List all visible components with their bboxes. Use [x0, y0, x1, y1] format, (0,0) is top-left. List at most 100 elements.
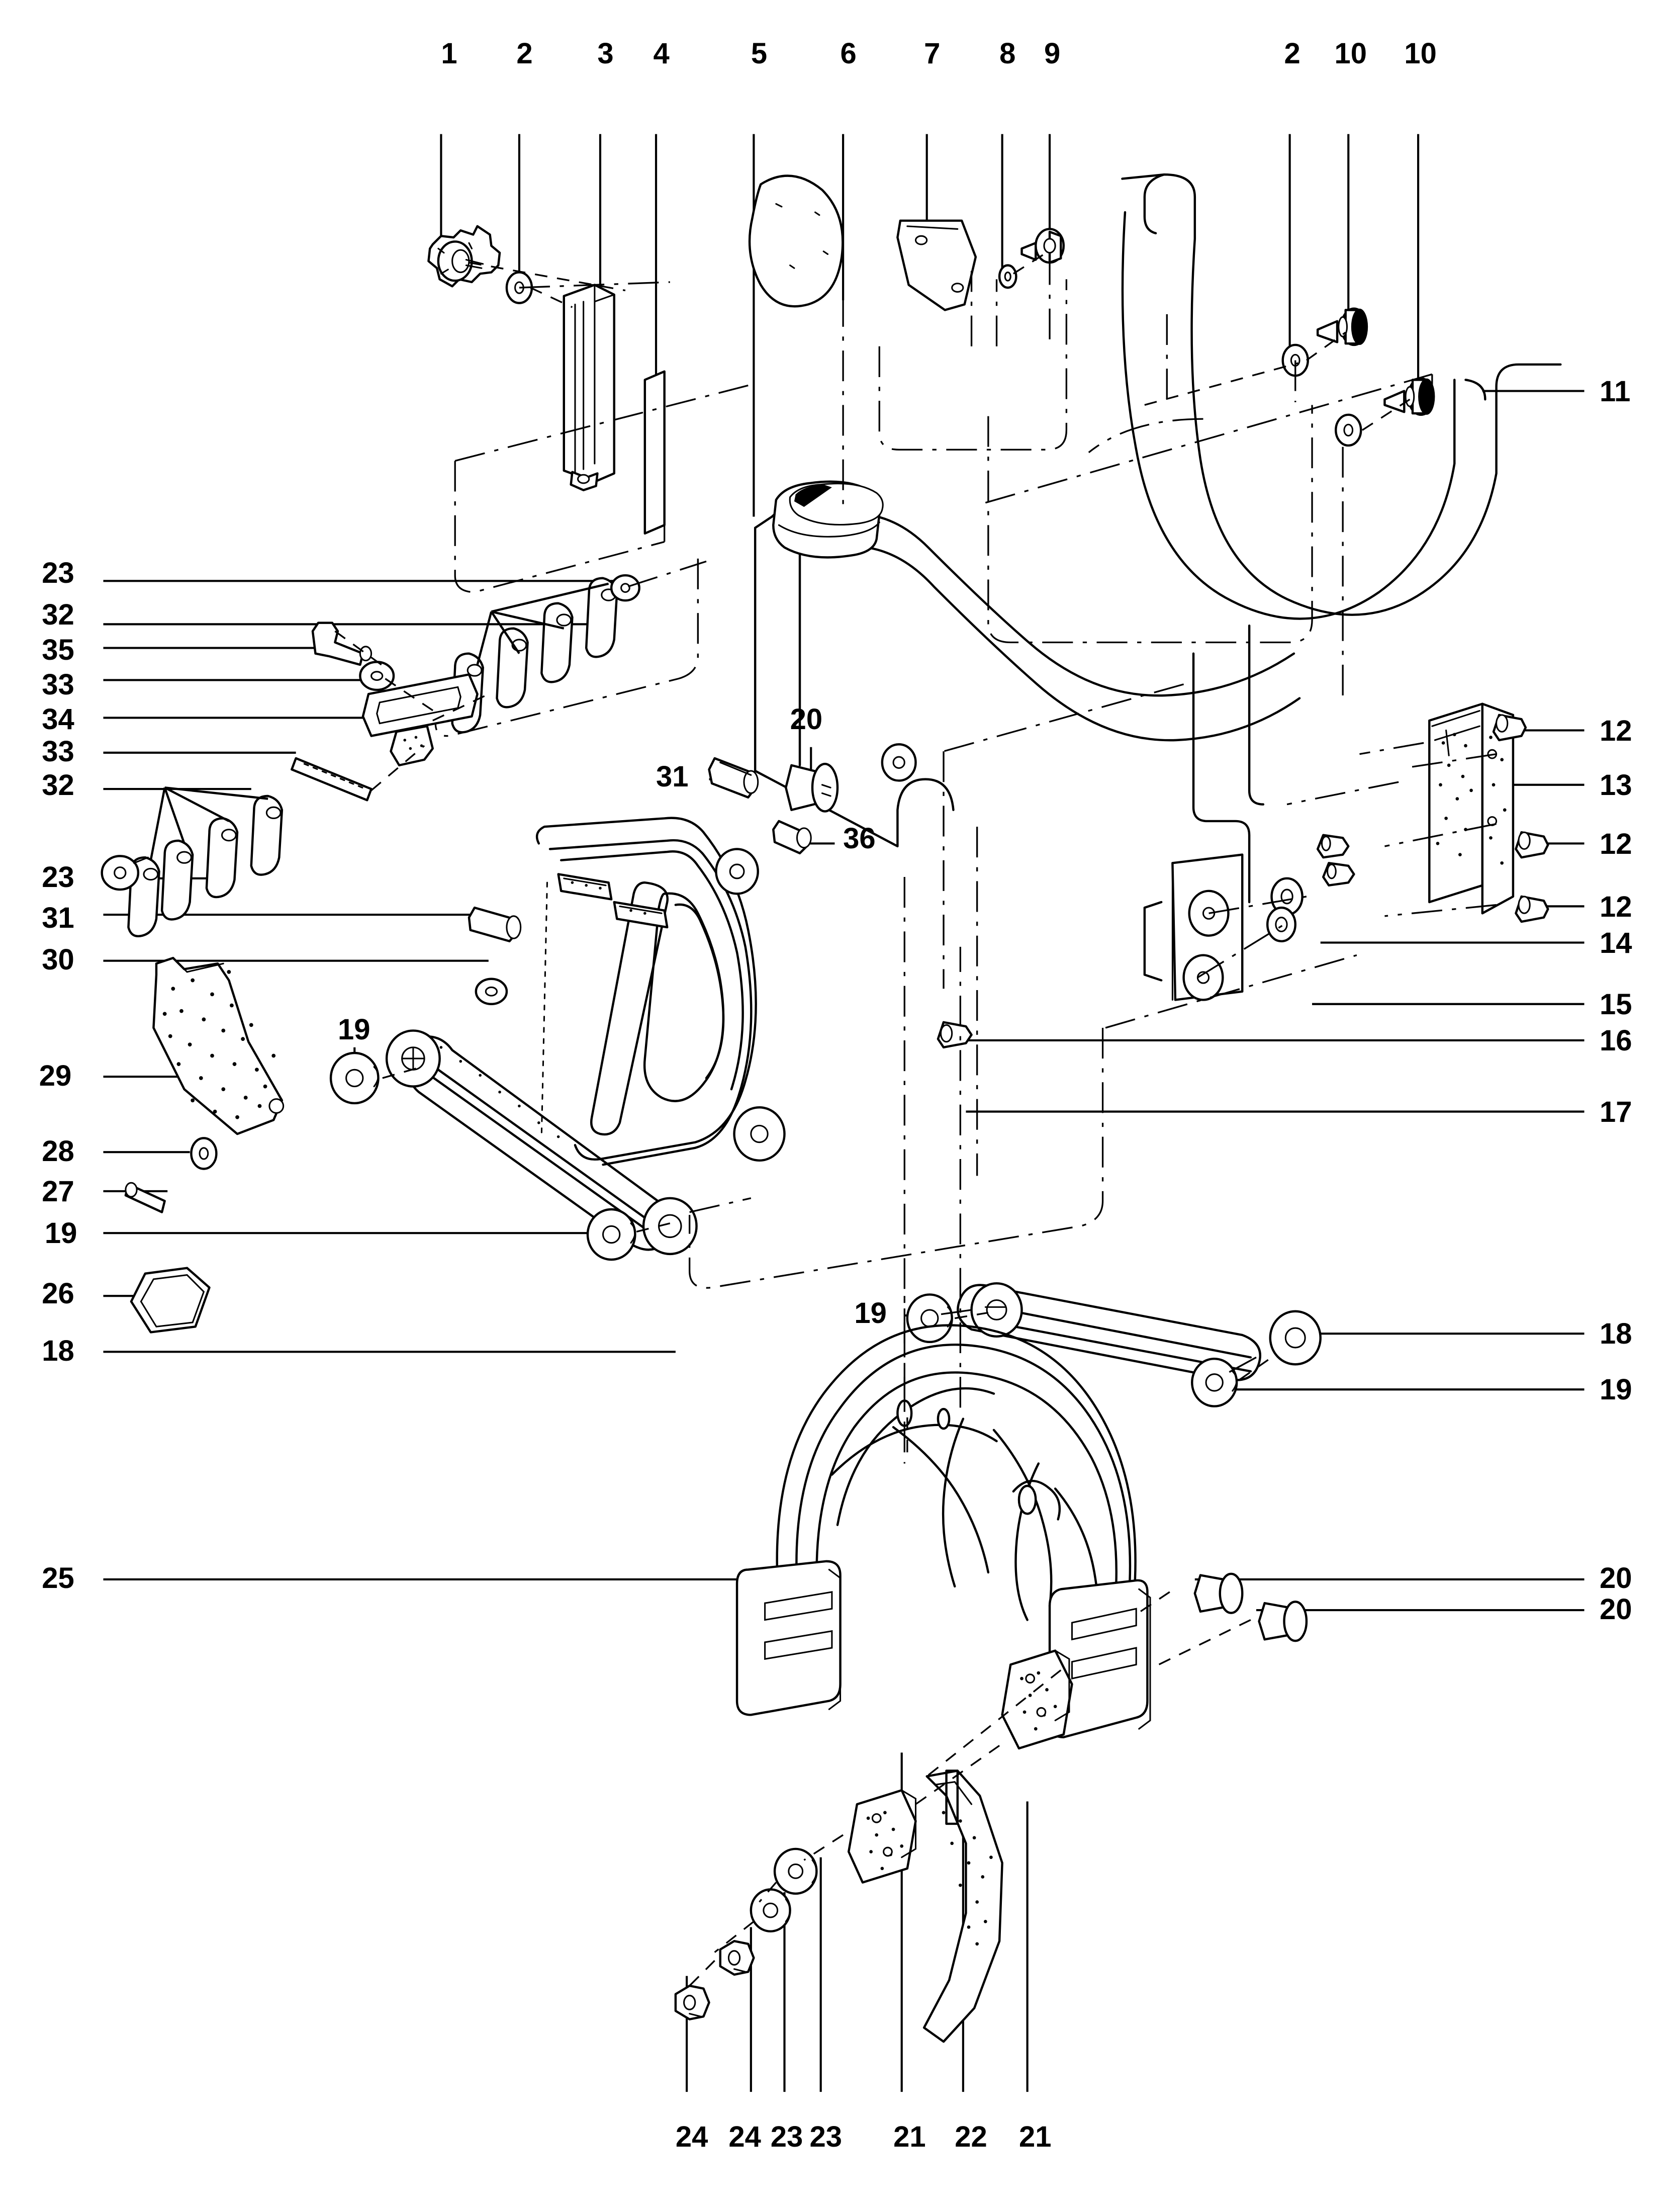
part-15-spacer-b [1266, 906, 1296, 943]
part-17-belt-guard [535, 817, 786, 1166]
callout-top-7-6: 7 [924, 37, 941, 70]
callout-bottom-24-1: 24 [728, 2120, 761, 2154]
part-30-bracket-small [475, 978, 508, 1005]
part-11-curved-bracket [1121, 173, 1562, 620]
part-18-link-arm-right [957, 1282, 1322, 1381]
callout-interior-31-1: 31 [656, 760, 689, 793]
part-34-latch-plate [361, 673, 479, 767]
part-32-clip-group-lower [127, 786, 284, 937]
callout-right-19-10: 19 [1600, 1373, 1632, 1406]
assembly-dashes [334, 253, 1411, 1992]
callout-left-25-16: 25 [42, 1562, 74, 1595]
callout-right-12-4: 12 [1600, 890, 1632, 923]
part-19-washer-left-lower [586, 1208, 636, 1261]
callout-right-17-8: 17 [1600, 1095, 1632, 1128]
part-23-washer-left-lower [101, 855, 149, 891]
part-4-rail-strip [643, 370, 666, 535]
part-5-mudguard-panel [754, 480, 1301, 904]
callout-right-18-9: 18 [1600, 1317, 1632, 1351]
callout-bottom-23-3: 23 [809, 2120, 842, 2154]
callout-top-2-1: 2 [516, 37, 533, 70]
callout-left-30-9: 30 [42, 943, 74, 977]
part-15-bolt-a [1316, 834, 1350, 859]
callout-bottom-22-5: 22 [955, 2120, 987, 2154]
part-20-pin-right-b [1258, 1601, 1308, 1642]
part-24-nut-b [674, 1984, 710, 2020]
callout-right-15-6: 15 [1600, 988, 1632, 1021]
part-16-bolt [937, 1021, 973, 1049]
callout-bottom-24-0: 24 [675, 2120, 708, 2154]
part-36-bolt-small [772, 820, 812, 855]
part-29-shaped-pad [152, 956, 285, 1135]
callout-top-1-0: 1 [441, 37, 457, 70]
callout-left-28-11: 28 [42, 1134, 74, 1168]
part-27-pin [124, 1182, 166, 1213]
callout-top-10-10: 10 [1334, 37, 1367, 70]
part-19-washer-left [329, 1051, 380, 1105]
callout-interior-19-4: 19 [854, 1296, 887, 1330]
part-6-pad [748, 174, 844, 308]
callout-left-31-8: 31 [42, 901, 74, 934]
part-15-bolt-b [1322, 862, 1355, 887]
part-26-gasket [130, 1267, 211, 1334]
part-32-clip-group-upper [451, 577, 618, 734]
callout-right-12-1: 12 [1600, 714, 1632, 747]
part-10-knob-stud-b [1383, 377, 1435, 416]
part-19-washer-centre [906, 1293, 953, 1344]
callout-interior-36-2: 36 [843, 822, 876, 855]
part-7-plate [896, 219, 977, 311]
callout-top-8-7: 8 [999, 37, 1016, 70]
callout-left-18-15: 18 [42, 1334, 74, 1367]
part-8-washer-small [998, 264, 1017, 289]
part-31-bushing-centre [708, 757, 759, 799]
part-25-ribbed-arch [735, 1324, 1151, 1738]
callout-left-26-14: 26 [42, 1277, 74, 1310]
part-1-knob [427, 225, 501, 288]
part-10-knob-stud-a [1316, 307, 1368, 346]
phantom-outlines [434, 254, 1497, 1464]
callout-right-20-11: 20 [1600, 1562, 1632, 1595]
callout-left-32-6: 32 [42, 768, 74, 802]
part-12-screw-b [1515, 831, 1549, 859]
callout-right-16-7: 16 [1600, 1024, 1632, 1057]
callout-bottom-21-6: 21 [1018, 2120, 1052, 2154]
part-21-clamp-plate-right [1001, 1649, 1073, 1750]
part-20-pin-centre [785, 762, 839, 813]
callout-right-12-3: 12 [1600, 827, 1632, 860]
part-33-washer-upper [359, 661, 395, 691]
callout-top-3-2: 3 [597, 37, 614, 70]
part-28-washer [190, 1137, 218, 1170]
callout-top-6-5: 6 [840, 37, 857, 70]
callout-top-5-4: 5 [751, 37, 768, 70]
part-19-washer-right [1191, 1357, 1238, 1407]
callout-top-9-8: 9 [1044, 37, 1061, 70]
callout-left-27-12: 27 [42, 1175, 74, 1208]
callout-left-29-10: 29 [39, 1059, 72, 1092]
part-2-washer-right-b [1335, 413, 1362, 447]
part-24-nut-a [719, 1940, 755, 1976]
callout-bottom-21-4: 21 [893, 2120, 926, 2154]
callout-interior-19-3: 19 [337, 1013, 370, 1046]
callout-right-13-2: 13 [1600, 768, 1632, 802]
callout-left-19-13: 19 [44, 1217, 77, 1250]
callout-left-32-1: 32 [42, 598, 74, 632]
callout-left-23-0: 23 [42, 556, 74, 589]
callout-top-2-9: 2 [1284, 37, 1300, 70]
callout-left-35-2: 35 [42, 633, 74, 666]
callout-top-10-11: 10 [1404, 37, 1437, 70]
callout-right-11-0: 11 [1600, 375, 1631, 408]
part-20-pin-right-a [1193, 1572, 1244, 1614]
part-3-rail-bracket [563, 284, 615, 492]
part-22-blade [922, 1769, 1003, 2043]
callout-top-4-3: 4 [653, 37, 670, 70]
part-9-knob-small [1020, 228, 1065, 264]
part-12-screw-a [1492, 714, 1527, 742]
callout-bottom-23-2: 23 [770, 2120, 803, 2154]
part-18-link-arm-left [385, 1029, 698, 1256]
callout-left-33-5: 33 [42, 735, 74, 768]
part-23-washer-bottom-a [773, 1847, 818, 1895]
callout-left-23-7: 23 [42, 861, 74, 894]
part-33-pin-lower [291, 757, 373, 802]
